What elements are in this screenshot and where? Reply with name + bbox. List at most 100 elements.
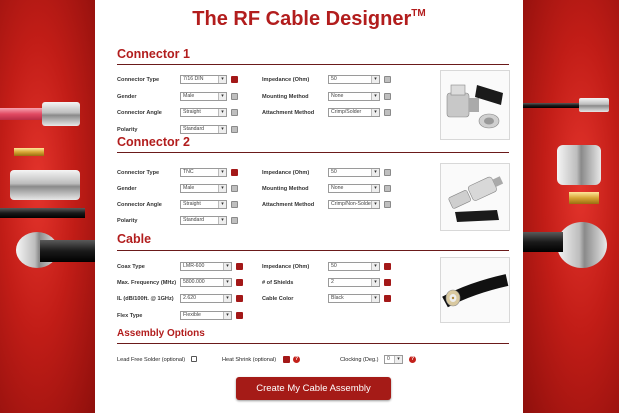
heat-shrink-checkbox[interactable] <box>283 356 290 363</box>
optional-indicator <box>384 93 391 100</box>
section-divider <box>117 64 509 65</box>
shields-select[interactable]: 2▾ <box>328 278 380 287</box>
insertion-loss-label: IL (dB/100ft. @ 1GHz) <box>117 296 174 302</box>
chevron-down-icon: ▾ <box>218 126 226 133</box>
clocking-label: Clocking (Deg.) <box>340 357 379 363</box>
chevron-down-icon: ▾ <box>371 109 379 116</box>
connector1-impedance-select[interactable]: 50▾ <box>328 75 380 84</box>
mounting-method-label: Mounting Method <box>262 186 309 192</box>
connector2-gender-select[interactable]: Male▾ <box>180 184 227 193</box>
connector2-impedance-select[interactable]: 50▾ <box>328 168 380 177</box>
insertion-loss-select[interactable]: 2.620▾ <box>180 294 232 303</box>
optional-indicator <box>231 217 238 224</box>
assembly-options-heading: Assembly Options <box>117 328 205 339</box>
attachment-method-label: Attachment Method <box>262 202 315 208</box>
cable-impedance-select[interactable]: 50▾ <box>328 262 380 271</box>
connector1-attachment-select[interactable]: Crimp/Solder▾ <box>328 108 380 117</box>
black-cable-image <box>0 208 85 218</box>
impedance-label: Impedance (Ohm) <box>262 77 310 83</box>
chevron-down-icon: ▾ <box>371 295 379 302</box>
polarity-label: Polarity <box>117 127 138 133</box>
chevron-down-icon: ▾ <box>371 263 379 270</box>
section-divider <box>117 152 509 153</box>
gold-pin-image <box>14 148 44 156</box>
heat-shrink-help-icon[interactable]: ? <box>293 356 300 363</box>
cable-heading: Cable <box>117 232 152 246</box>
page-title: The RF Cable DesignerTM <box>192 8 426 30</box>
connector2-attachment-select[interactable]: Crimp/Non-Solder▾ <box>328 200 380 209</box>
connector1-preview-image <box>440 70 510 140</box>
black-cable-image-2 <box>523 232 563 252</box>
chevron-down-icon: ▾ <box>223 312 231 319</box>
cable-preview-image <box>440 257 510 323</box>
optional-indicator <box>384 185 391 192</box>
chevron-down-icon: ▾ <box>218 217 226 224</box>
flex-type-label: Flex Type <box>117 313 143 319</box>
mounting-method-label: Mounting Method <box>262 94 309 100</box>
chevron-down-icon: ▾ <box>218 109 226 116</box>
connector2-mounting-select[interactable]: None▾ <box>328 184 380 193</box>
black-cable-image <box>523 103 593 108</box>
chevron-down-icon: ▾ <box>218 185 226 192</box>
connector1-type-select[interactable]: 7/16 DIN▾ <box>180 75 227 84</box>
chevron-down-icon: ▾ <box>371 185 379 192</box>
required-indicator <box>384 295 391 302</box>
impedance-label: Impedance (Ohm) <box>262 264 310 270</box>
sma-connector-image <box>42 102 80 126</box>
connector2-heading: Connector 2 <box>117 135 190 149</box>
connector1-gender-select[interactable]: Male▾ <box>180 92 227 101</box>
chevron-down-icon: ▾ <box>371 279 379 286</box>
polarity-label: Polarity <box>117 218 138 224</box>
optional-indicator <box>384 169 391 176</box>
optional-indicator <box>384 109 391 116</box>
left-background-art <box>0 0 95 413</box>
gold-connector-image <box>569 192 599 204</box>
gender-label: Gender <box>117 186 137 192</box>
optional-indicator <box>231 185 238 192</box>
optional-indicator <box>231 201 238 208</box>
black-cable-image-2 <box>40 240 95 262</box>
chevron-down-icon: ▾ <box>371 201 379 208</box>
connector2-type-select[interactable]: TNC▾ <box>180 168 227 177</box>
optional-indicator <box>231 93 238 100</box>
connector2-angle-select[interactable]: Straight▾ <box>180 200 227 209</box>
create-assembly-button[interactable]: Create My Cable Assembly <box>236 377 391 400</box>
chevron-down-icon: ▾ <box>371 169 379 176</box>
required-indicator <box>236 312 243 319</box>
chevron-down-icon: ▾ <box>223 295 231 302</box>
designer-panel: The RF Cable DesignerTM Connector 1 Conn… <box>95 0 523 413</box>
right-background-art <box>523 0 619 413</box>
clocking-select[interactable]: 0▾ <box>384 355 403 364</box>
chevron-down-icon: ▾ <box>394 356 402 363</box>
connector-angle-label: Connector Angle <box>117 110 162 116</box>
max-frequency-select[interactable]: 5800.000▾ <box>180 278 232 287</box>
chevron-down-icon: ▾ <box>371 76 379 83</box>
connector1-angle-select[interactable]: Straight▾ <box>180 108 227 117</box>
chevron-down-icon: ▾ <box>371 93 379 100</box>
gender-label: Gender <box>117 94 137 100</box>
coax-type-select[interactable]: LMR-600▾ <box>180 262 232 271</box>
connector1-mounting-select[interactable]: None▾ <box>328 92 380 101</box>
section-divider <box>117 343 509 344</box>
connector1-polarity-select[interactable]: Standard▾ <box>180 125 227 134</box>
required-indicator <box>231 169 238 176</box>
optional-indicator <box>231 109 238 116</box>
optional-indicator <box>231 126 238 133</box>
lead-free-checkbox[interactable] <box>191 356 197 362</box>
required-indicator <box>231 76 238 83</box>
required-indicator <box>384 263 391 270</box>
impedance-label: Impedance (Ohm) <box>262 170 310 176</box>
shields-label: # of Shields <box>262 280 294 286</box>
clocking-help-icon[interactable]: ? <box>409 356 416 363</box>
cable-color-select[interactable]: Black▾ <box>328 294 380 303</box>
cable-color-label: Cable Color <box>262 296 294 302</box>
attachment-method-label: Attachment Method <box>262 110 315 116</box>
chevron-down-icon: ▾ <box>218 76 226 83</box>
connector2-preview-image <box>440 163 510 231</box>
lead-free-label: Lead Free Solder (optional) <box>117 357 186 363</box>
required-indicator <box>236 295 243 302</box>
flex-type-select[interactable]: Flexible▾ <box>180 311 232 320</box>
chevron-down-icon: ▾ <box>223 279 231 286</box>
sma-connector-image <box>579 98 609 112</box>
connector2-polarity-select[interactable]: Standard▾ <box>180 216 227 225</box>
